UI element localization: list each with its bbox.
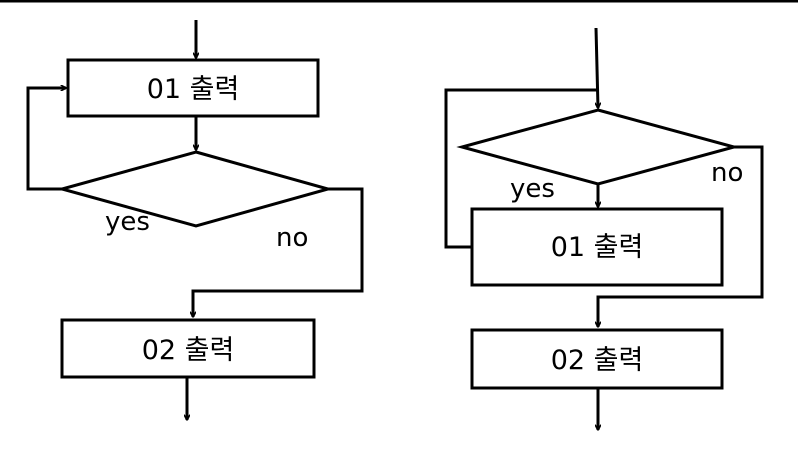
left-box-01-label: 01 출력	[147, 74, 240, 105]
right-box-02-label: 02 출력	[551, 345, 644, 376]
right-no-arrow	[598, 145, 764, 327]
right-box-01	[470, 207, 724, 287]
right-box-02	[470, 328, 724, 390]
right-decision-diamond	[456, 108, 740, 186]
right-flowchart: yes no 01 출력 02 출력	[444, 27, 764, 430]
right-entry-arrow	[594, 27, 598, 108]
left-yes-loop-arrow	[26, 88, 66, 191]
left-no-label: no	[276, 223, 308, 253]
left-box-02-label: 02 출력	[142, 335, 235, 366]
left-flowchart: 01 출력 yes no 02 출력	[26, 20, 364, 420]
left-no-arrow	[193, 187, 364, 317]
right-no-label: no	[711, 158, 743, 188]
left-yes-label: yes	[105, 207, 150, 237]
left-decision-diamond	[56, 150, 334, 228]
right-yes-label: yes	[510, 174, 555, 204]
right-loop-back-arrow	[444, 88, 598, 249]
left-box-01	[66, 58, 320, 118]
right-box-01-label: 01 출력	[551, 232, 644, 263]
